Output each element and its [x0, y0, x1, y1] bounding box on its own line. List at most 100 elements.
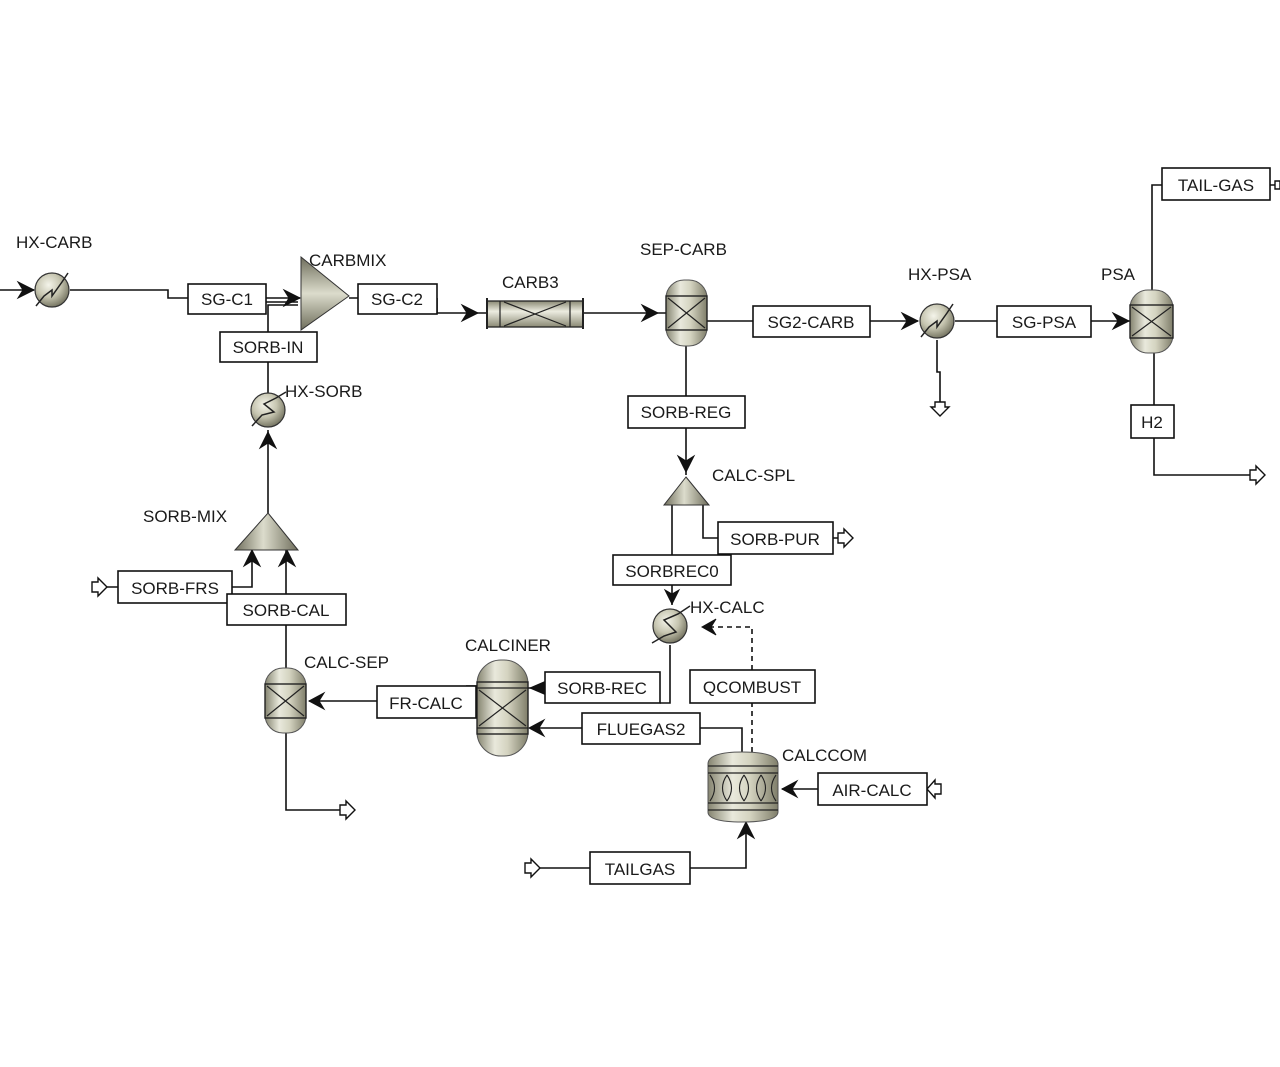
heater-icon-hx-psa[interactable] [919, 303, 955, 339]
stream-lines [0, 184, 1275, 869]
stream-label-h2: H2 [1141, 413, 1163, 432]
stream-tag-sg-psa[interactable]: SG-PSA [996, 305, 1092, 338]
arrow-into-carbmix [282, 288, 302, 308]
stream-label-sorb-frs: SORB-FRS [131, 579, 219, 598]
stream-tag-sorb-in[interactable]: SORB-IN [219, 331, 318, 363]
arrow-into-calccom-bottom [736, 820, 756, 840]
feed-arrow-sorb-frs [91, 576, 108, 598]
stream-tag-sorb-rec[interactable]: SORB-REC [544, 671, 661, 704]
stream-line-sorb-pur[interactable] [702, 505, 838, 539]
product-arrow-sorb-pur [837, 527, 854, 549]
stream-label-sg-c1: SG-C1 [201, 290, 253, 309]
arrow-into-hx-psa [900, 311, 920, 331]
arrow-into-calc-sep [307, 691, 326, 711]
arrow-into-sorb-mix-1 [242, 548, 262, 568]
stream-line-h2[interactable] [1153, 352, 1250, 476]
arrow-into-hx-calc [663, 588, 681, 606]
stream-tag-tailgas[interactable]: TAILGAS [589, 851, 691, 885]
arrow-into-calciner-bottom [527, 718, 546, 738]
stream-label-tail-gas: TAIL-GAS [1178, 176, 1254, 195]
combustor-icon-calccom[interactable] [707, 751, 779, 823]
mixer-icon-sorb-mix[interactable] [233, 512, 300, 551]
stream-label-sorb-rec: SORB-REC [557, 679, 647, 698]
stream-label-sg2-carb: SG2-CARB [768, 313, 855, 332]
stream-tag-sg2-carb[interactable]: SG2-CARB [752, 305, 871, 338]
arrow-into-sorb-mix-2 [277, 548, 297, 568]
arrow-into-hx-carb [16, 280, 36, 300]
block-label-sep-carb[interactable]: SEP-CARB [640, 240, 727, 259]
stream-line-hx-psa-out[interactable] [936, 340, 941, 402]
arrow-into-sep-carb [640, 303, 660, 323]
feed-arrow-air-calc [926, 778, 942, 800]
stream-tag-sg-c1[interactable]: SG-C1 [187, 283, 267, 315]
stream-label-air-calc: AIR-CALC [832, 781, 911, 800]
stream-tag-sorb-pur[interactable]: SORB-PUR [717, 521, 834, 555]
arrow-into-calciner-top [528, 681, 545, 695]
reactor-icon-carb3[interactable] [486, 298, 584, 329]
stream-label-sorb-reg: SORB-REG [641, 403, 732, 422]
arrow-into-calc-spl [676, 454, 696, 474]
arrow-into-carb3 [460, 303, 480, 323]
product-arrow-calc-sep [339, 799, 356, 821]
block-label-calc-spl[interactable]: CALC-SPL [712, 466, 795, 485]
stream-line-calc-sep-out[interactable] [285, 733, 340, 811]
stream-label-tailgas: TAILGAS [605, 860, 676, 879]
separator-icon-sep-carb[interactable] [665, 279, 708, 347]
heater-icon-hx-sorb[interactable] [250, 391, 287, 428]
arrowheads [16, 280, 1131, 840]
block-label-psa[interactable]: PSA [1101, 265, 1136, 284]
stream-tag-sorb-frs[interactable]: SORB-FRS [117, 570, 233, 604]
block-label-calccom[interactable]: CALCCOM [782, 746, 867, 765]
heat-stream-qcombust[interactable] [704, 626, 753, 752]
mixer-icon-carbmix[interactable] [300, 255, 350, 331]
product-arrow-h2 [1249, 464, 1266, 486]
block-label-carbmix[interactable]: CARBMIX [309, 251, 386, 270]
stream-tag-sorb-reg[interactable]: SORB-REG [627, 395, 746, 429]
terminal-arrows [91, 180, 1280, 879]
stream-tag-tail-gas[interactable]: TAIL-GAS [1161, 167, 1271, 201]
stream-line-tailgas[interactable] [540, 824, 747, 869]
product-arrow-hx-psa [929, 401, 951, 417]
block-label-hx-sorb[interactable]: HX-SORB [285, 382, 362, 401]
block-labels: HX-CARB CARBMIX CARB3 SEP-CARB HX-PSA PS… [16, 233, 1136, 765]
stream-tag-h2[interactable]: H2 [1130, 404, 1175, 439]
block-label-hx-calc[interactable]: HX-CALC [690, 598, 765, 617]
splitter-icon-calc-spl[interactable] [662, 476, 711, 506]
arrow-into-psa [1111, 311, 1131, 331]
feed-arrow-tailgas [524, 857, 541, 879]
heater-icon-hx-calc[interactable] [651, 605, 691, 644]
stream-tag-fluegas2[interactable]: FLUEGAS2 [581, 712, 701, 745]
block-label-sorb-mix[interactable]: SORB-MIX [143, 507, 227, 526]
stream-label-sorb-cal: SORB-CAL [243, 601, 330, 620]
reactor-icon-calciner[interactable] [476, 659, 529, 757]
stream-tag-qcombust[interactable]: QCOMBUST [689, 669, 816, 704]
separator-icon-calc-sep[interactable] [264, 667, 307, 734]
stream-label-sorb-pur: SORB-PUR [730, 530, 820, 549]
block-label-calc-sep[interactable]: CALC-SEP [304, 653, 389, 672]
stream-label-fr-calc: FR-CALC [389, 694, 463, 713]
stream-label-sorbrec0: SORBREC0 [625, 562, 719, 581]
stream-label-sorb-in: SORB-IN [233, 338, 304, 357]
stream-label-fluegas2: FLUEGAS2 [597, 720, 686, 739]
stream-label-sg-psa: SG-PSA [1012, 313, 1077, 332]
stream-label-qcombust: QCOMBUST [703, 678, 801, 697]
block-label-calciner[interactable]: CALCINER [465, 636, 551, 655]
product-arrow-tail-gas [1274, 180, 1280, 190]
stream-tag-fr-calc[interactable]: FR-CALC [376, 685, 477, 719]
stream-line-tail-gas[interactable] [1151, 184, 1275, 290]
block-label-hx-psa[interactable]: HX-PSA [908, 265, 972, 284]
block-label-carb3[interactable]: CARB3 [502, 273, 559, 292]
arrow-into-calccom-right [780, 779, 799, 799]
heater-icon-hx-carb[interactable] [34, 272, 70, 308]
stream-line-sorb-in[interactable] [267, 304, 298, 393]
stream-label-sg-c2: SG-C2 [371, 290, 423, 309]
stream-tag-air-calc[interactable]: AIR-CALC [817, 772, 928, 806]
stream-tag-sorbrec0[interactable]: SORBREC0 [612, 554, 732, 586]
stream-tag-sg-c2[interactable]: SG-C2 [357, 283, 438, 315]
arrow-into-hx-sorb [258, 430, 278, 450]
block-label-hx-carb[interactable]: HX-CARB [16, 233, 93, 252]
stream-tag-sorb-cal[interactable]: SORB-CAL [226, 593, 347, 626]
arrow-heat-into-hx-calc [700, 618, 717, 636]
separator-icon-psa[interactable] [1129, 289, 1174, 354]
